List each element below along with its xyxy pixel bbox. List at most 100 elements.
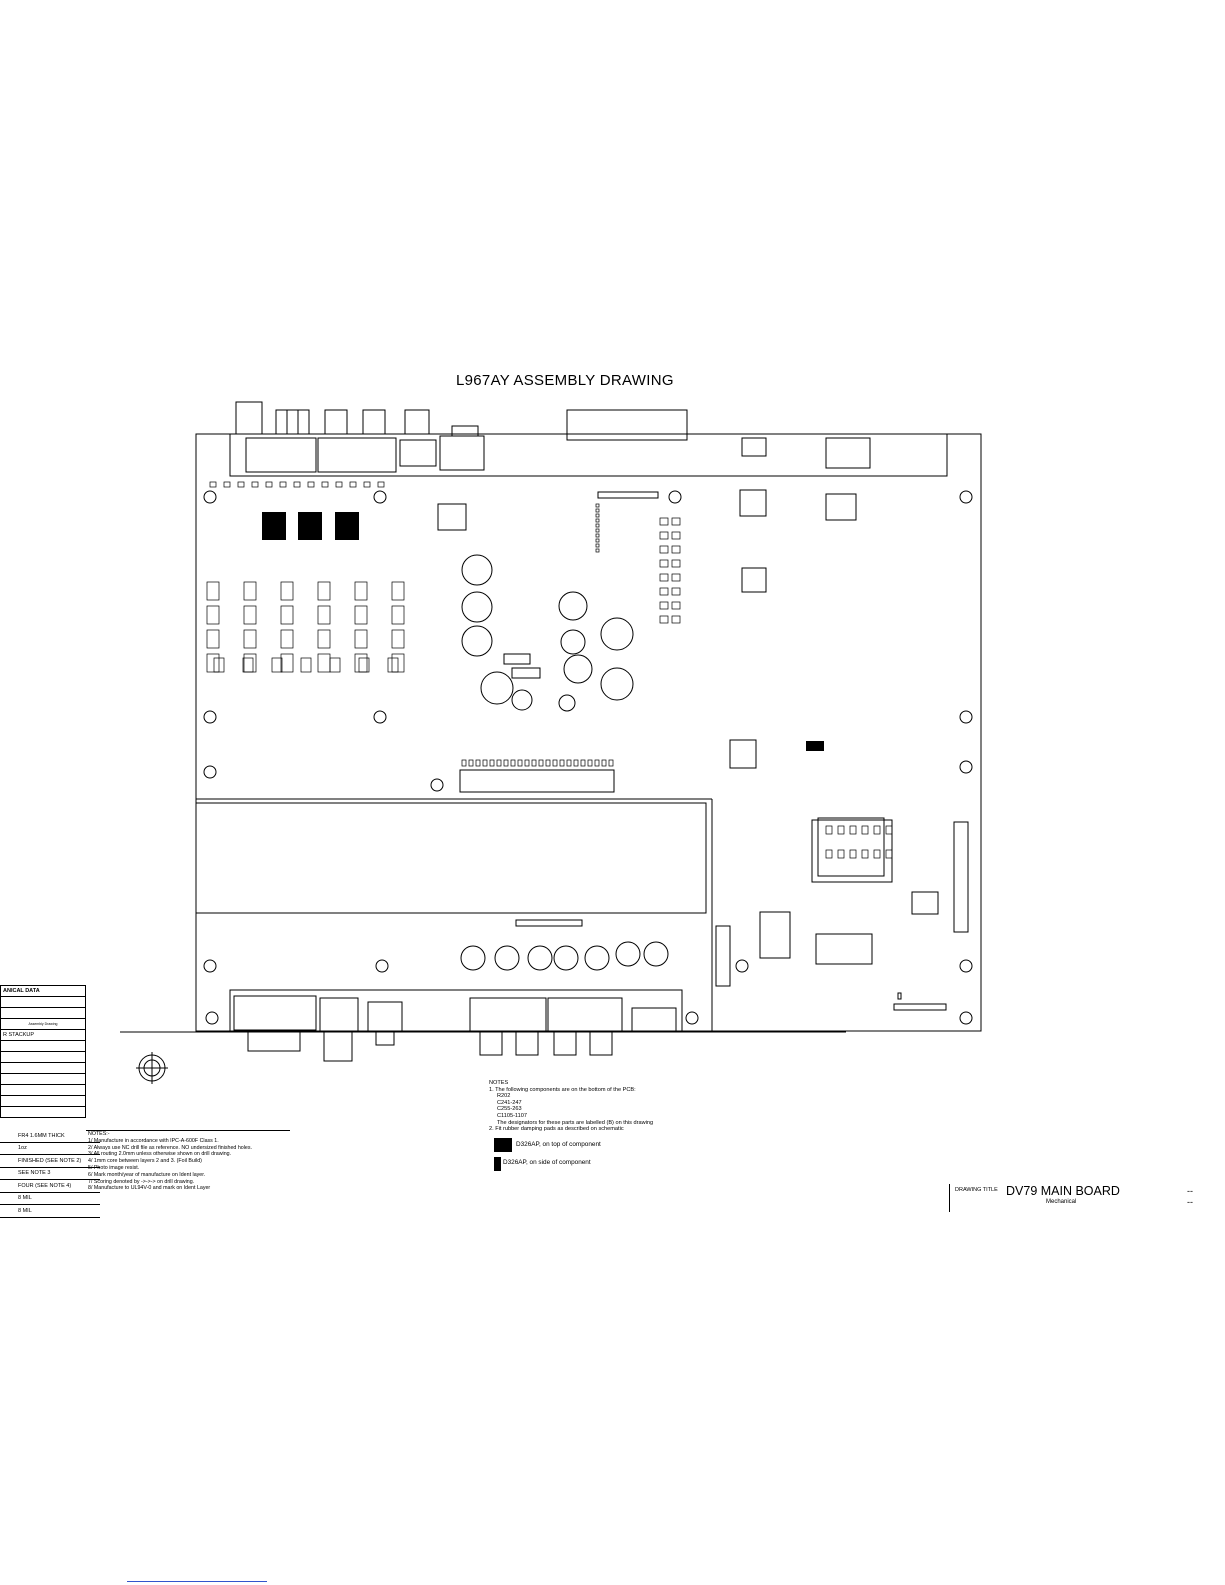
bottom-part: C1105-1107 [497,1112,527,1119]
component-footprint [317,605,331,625]
component-footprint [545,759,551,767]
component-footprint [671,601,681,610]
component-footprint [595,543,600,548]
component-footprint [354,605,368,625]
note-item: 1/ Manufacture in accordance with IPC-A-… [88,1137,219,1144]
component-footprint [391,581,405,601]
component-footprint [659,587,669,596]
component-footprint [849,825,857,835]
component-footprint [524,759,530,767]
component-footprint [391,605,405,625]
component-footprint [538,759,544,767]
component-footprint [503,759,509,767]
component-footprint [897,992,902,1000]
component-footprint [243,629,257,649]
component-footprint [461,759,467,767]
component-footprint [659,559,669,568]
manufacturing-notes: NOTES:- 1/ Manufacture in accordance wit… [88,1131,252,1192]
spec-row: FOUR (SEE NOTE 4) [0,1179,100,1193]
component-footprint [496,759,502,767]
component-footprint [391,629,405,649]
note-item: 8/ Manufacture to UL94V-0 and mark on Id… [88,1185,211,1192]
note-item: 5/ Photo image resist. [88,1164,140,1171]
component-footprint [885,849,893,859]
mech-table-small-cell: Assembly Drawing [0,1018,86,1030]
shield-area [195,802,707,914]
component-footprint [531,759,537,767]
component-footprint [354,653,368,673]
spec-row: 8 MIL [0,1192,100,1205]
component-footprint [861,825,869,835]
drawing-subtitle: Mechanical [1046,1199,1077,1205]
designator-note: The designators for these parts are labe… [497,1119,654,1126]
component-footprint [595,518,600,523]
component-footprint [671,587,681,596]
component-footprint [897,992,902,1000]
component-footprint [595,533,600,538]
component-footprint [587,759,593,767]
mech-table-stackup: R STACKUP [0,1029,86,1041]
component-footprint [280,581,294,601]
component-footprint [671,545,681,554]
component-footprint [335,481,343,488]
component-footprint [849,849,857,859]
revision-dash: -- [1187,1197,1193,1207]
component-footprint [861,849,869,859]
component-footprint [475,759,481,767]
assembly-notes-heading: NOTES [489,1080,509,1086]
component-footprint [489,759,495,767]
component-footprint [279,481,287,488]
component-footprint [897,992,902,1000]
mech-table-header: ANICAL DATA [0,985,86,997]
component-footprint [209,481,217,488]
page-link-underline[interactable] [127,1581,267,1582]
component-footprint [659,517,669,526]
notes-divider [86,1130,290,1131]
assembly-notes: NOTES 1. The following components are on… [489,1080,653,1133]
component-footprint [317,653,331,673]
component-footprint [223,481,231,488]
note-item: 2/ Always use NC drill file as reference… [88,1144,252,1151]
component-footprint [897,992,902,1000]
component-footprint [329,657,341,673]
component-footprint [897,992,902,1000]
component-footprint [837,825,845,835]
component-footprint [243,581,257,601]
spec-row: 1oz [0,1142,100,1155]
component-footprint [354,629,368,649]
component-footprint [280,629,294,649]
spec-row: 8 MIL [0,1204,100,1218]
component-footprint [601,759,607,767]
component-footprint [243,605,257,625]
component-footprint [206,653,220,673]
drawing-heading: L967AY ASSEMBLY DRAWING [456,372,674,389]
component-footprint [317,629,331,649]
component-footprint [354,581,368,601]
component-footprint [251,481,259,488]
component-footprint [377,481,385,488]
component-footprint [594,759,600,767]
drawing-title-label: DRAWING TITLE [955,1187,998,1193]
notes-heading: NOTES:- [88,1131,110,1137]
component-footprint [671,573,681,582]
component-footprint [873,825,881,835]
drawing-title: DV79 MAIN BOARD [1006,1184,1120,1198]
bottom-part: C241-247 [497,1099,522,1106]
component-footprint [559,759,565,767]
component-footprint [321,481,329,488]
component-footprint [317,581,331,601]
component-footprint [280,653,294,673]
component-footprint [206,605,220,625]
component-footprint [206,581,220,601]
component-footprint [671,517,681,526]
component-footprint [659,601,669,610]
component-footprint [482,759,488,767]
component-footprint [595,508,600,513]
component-footprint [608,759,614,767]
spec-row: SEE NOTE 3 [0,1167,100,1180]
note-item: 4/ 1mm core between layers 2 and 3. (Foi… [88,1158,202,1165]
component-footprint [213,657,225,673]
component-footprint [573,759,579,767]
title-block-border [949,1184,950,1212]
component-footprint [363,481,371,488]
